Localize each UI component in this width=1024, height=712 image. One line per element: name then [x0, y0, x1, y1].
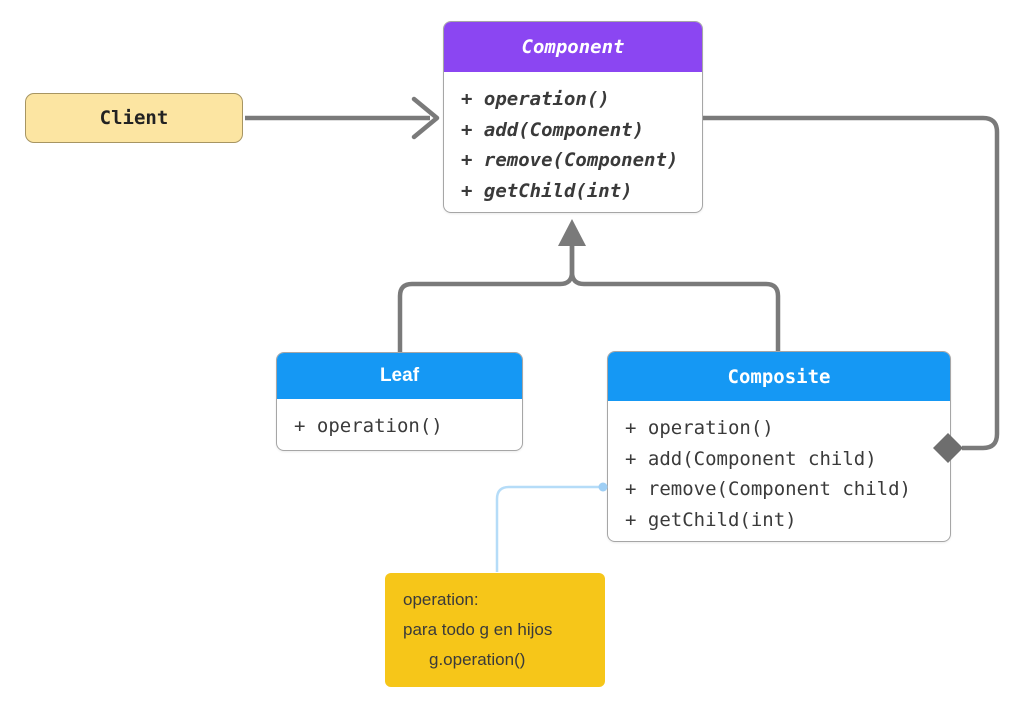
- note-line: g.operation(): [429, 650, 526, 669]
- leaf-method-list: + operation(): [277, 399, 522, 442]
- generalization-line-leaf: [397, 241, 575, 352]
- component-class-box: Component + operation()+ add(Component)+…: [443, 21, 703, 213]
- client-class-box: Client: [25, 93, 243, 143]
- composite-method-row: + remove(Component child): [625, 478, 911, 500]
- generalization-line-composite: [569, 241, 781, 351]
- leaf-class-box: Leaf + operation(): [276, 352, 523, 451]
- component-method-list: + operation() + add(Component) + remove(Co…: [444, 72, 702, 206]
- client-class-title: Client: [99, 107, 169, 129]
- note-box: operation: para todo g en hijos g.operatio…: [385, 573, 605, 687]
- component-method-row: + getChild(int): [461, 179, 633, 202]
- component-class-title: Component: [521, 36, 625, 58]
- client-arrowhead-icon: [411, 96, 440, 140]
- composite-method-row: + add(Component child): [625, 447, 877, 470]
- composite-method-list: + operation() + add(Component child) + rem…: [608, 401, 950, 535]
- note-line: para todo g en hijos: [403, 620, 553, 639]
- leaf-method-row: + operation(): [294, 415, 443, 437]
- composite-method-row: + getChild(int): [625, 508, 797, 531]
- composite-class-header: Composite: [608, 352, 950, 401]
- composite-class-title: Composite: [727, 365, 831, 388]
- composite-class-box: Composite + operation() + add(Component c…: [607, 351, 951, 542]
- leaf-class-title: Leaf: [379, 365, 420, 386]
- leaf-class-header: Leaf: [277, 353, 522, 399]
- component-method-row: + add(Component): [461, 118, 645, 141]
- generalization-triangle-icon: [558, 219, 586, 246]
- component-method-row: + operation(): [461, 88, 610, 110]
- note-line: operation:: [403, 590, 479, 609]
- composite-method-row: + operation(): [625, 417, 774, 439]
- component-class-header: Component: [444, 22, 702, 72]
- component-method-row: + remove(Component): [461, 149, 679, 171]
- note-connector-line: [495, 485, 603, 572]
